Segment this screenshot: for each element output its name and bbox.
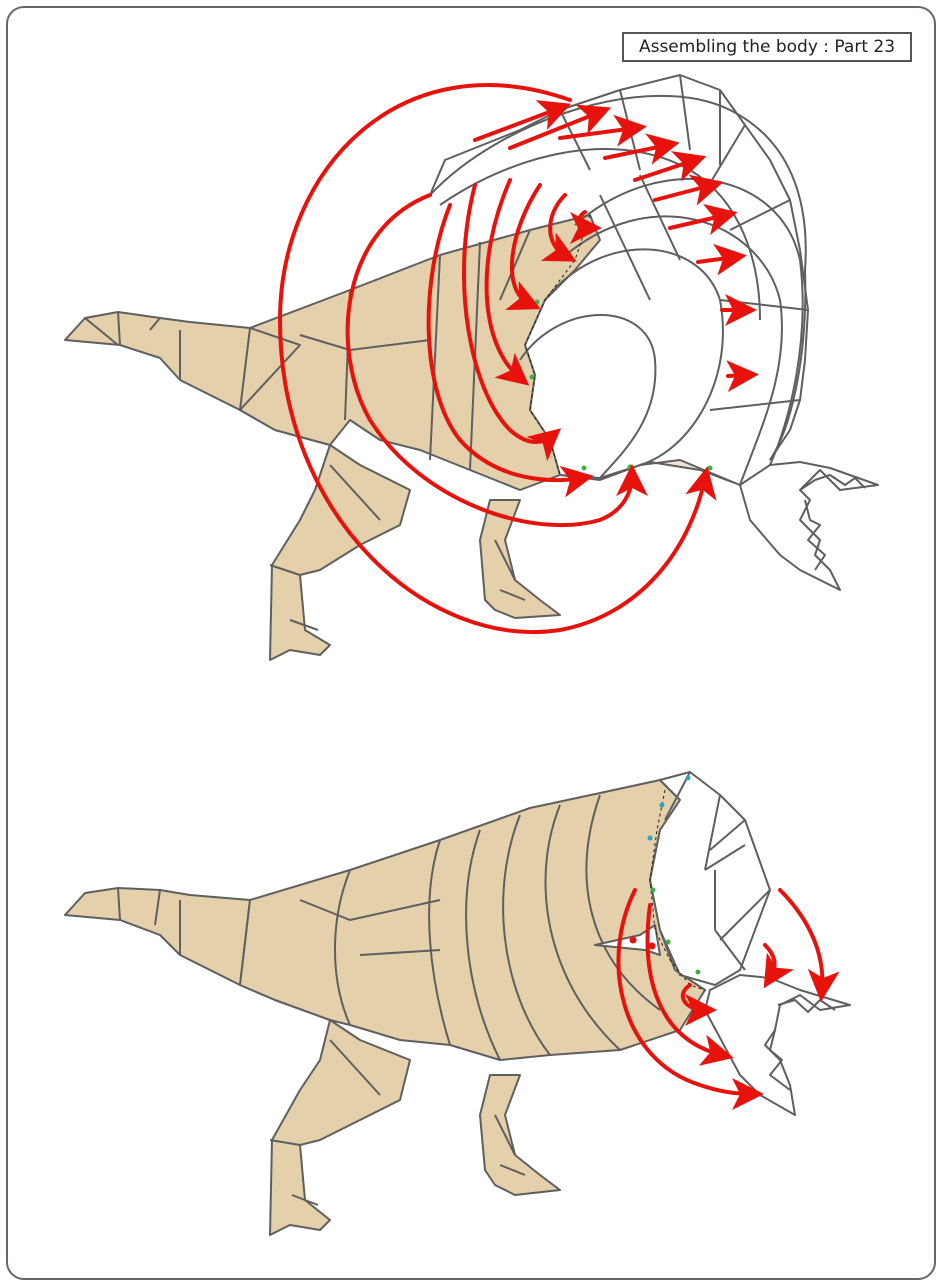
dino-leg-front-bottom [480,1075,560,1195]
arrow-straight-8 [698,257,735,262]
arrow-straight-5 [635,160,695,180]
arrow-bottom-5 [765,945,775,978]
dino-torso-top [240,215,600,490]
dino-torso-bottom [240,780,705,1060]
arrow-bottom-4 [780,890,822,990]
dino-leg-front-top [480,500,560,618]
neck-ring-2 [560,216,782,485]
neck-flap-strip [560,460,740,485]
arrow-straight-10 [728,375,747,376]
neck-ring-1 [545,249,723,465]
top-step-figure [65,75,878,660]
jaw-bottom [705,975,850,1115]
bottom-step-figure [65,772,850,1235]
